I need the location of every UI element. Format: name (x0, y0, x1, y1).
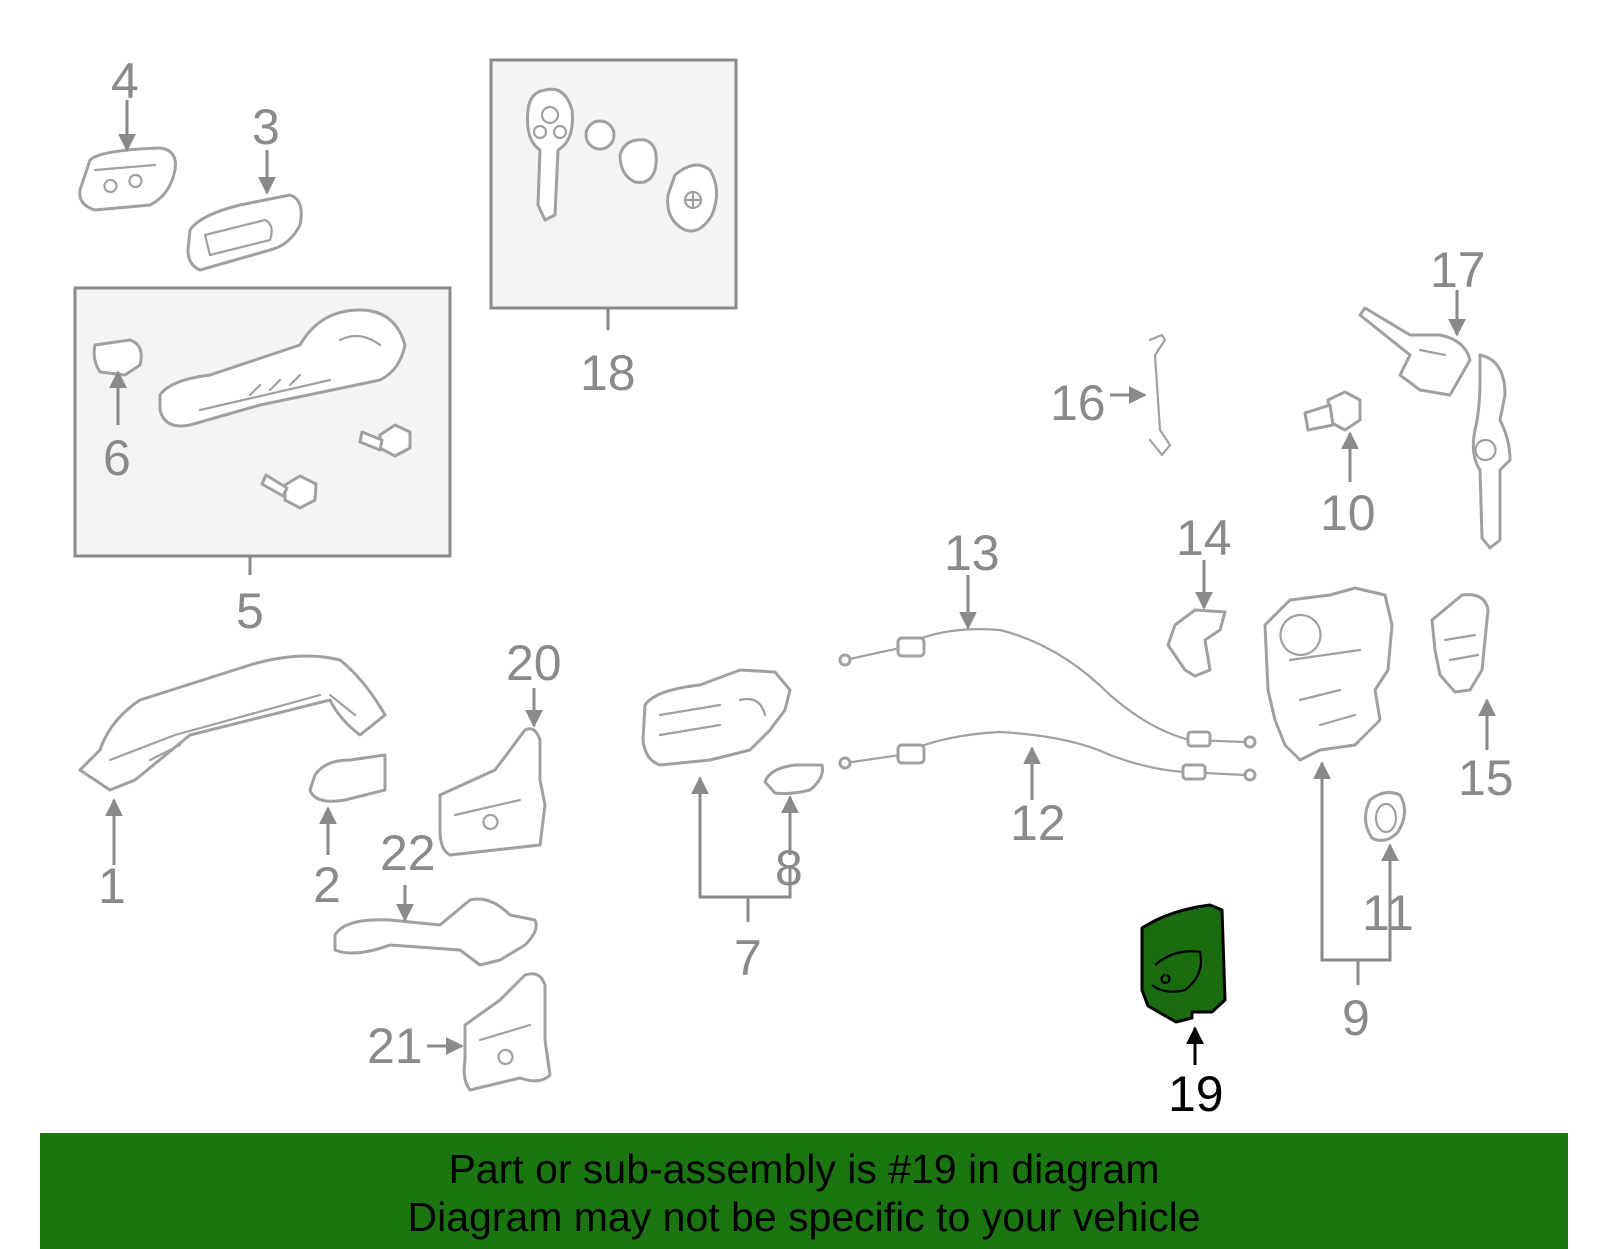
label-15: 15 (1458, 750, 1514, 806)
part-13-cable (838, 628, 1257, 749)
part-21-hinge (462, 972, 552, 1092)
part-20-bracket (438, 727, 547, 857)
part-3-handle-cover (186, 193, 303, 272)
label-2: 2 (313, 857, 341, 913)
part-1-outer-handle (78, 654, 387, 792)
label-3: 3 (252, 99, 280, 155)
part-15-striker (1430, 593, 1490, 694)
part-6-cap (92, 338, 143, 377)
part-4-cap (78, 146, 177, 212)
part-22-linkage (333, 897, 538, 967)
banner-line-1: Part or sub-assembly is #19 in diagram (448, 1146, 1160, 1192)
part-5-handle-frame (158, 308, 407, 428)
part-8-cap (763, 763, 824, 796)
part-2-end-cap (308, 753, 387, 803)
part-5-bolt-2 (260, 473, 318, 510)
part-10-bolt (1303, 390, 1362, 432)
label-4: 4 (111, 53, 139, 109)
label-5: 5 (236, 583, 264, 639)
label-10: 10 (1320, 485, 1376, 541)
label-18: 18 (580, 345, 636, 401)
part-19-control-module (1140, 903, 1227, 1024)
part-18-ring (584, 119, 616, 151)
part-5-bolt-1 (358, 423, 412, 458)
part-11-grommet (1364, 790, 1406, 842)
banner-line-2: Diagram may not be specific to your vehi… (407, 1194, 1201, 1240)
part-18-cap (618, 138, 658, 184)
label-6: 6 (103, 430, 131, 486)
part-17-lock-cylinder (1358, 306, 1512, 550)
label-19: 19 (1168, 1066, 1224, 1122)
part-16-rod (1148, 333, 1172, 457)
label-12: 12 (1010, 795, 1066, 851)
label-22: 22 (380, 825, 436, 881)
part-7-inner-handle (641, 668, 792, 767)
label-16: 16 (1050, 375, 1106, 431)
part-14-clip (1166, 608, 1227, 678)
part-18-key (526, 87, 574, 222)
label-17: 17 (1430, 242, 1486, 298)
label-7: 7 (734, 930, 762, 986)
part-18-fob (666, 163, 718, 233)
info-banner: Part or sub-assembly is #19 in diagram D… (40, 1133, 1568, 1249)
label-14: 14 (1176, 510, 1232, 566)
part-9-door-lock (1263, 586, 1394, 762)
label-1: 1 (98, 858, 126, 914)
label-9: 9 (1342, 990, 1370, 1046)
label-20: 20 (506, 635, 562, 691)
label-13: 13 (944, 525, 1000, 581)
label-21: 21 (367, 1018, 423, 1074)
part-12-cable (838, 730, 1257, 782)
label-11: 11 (1362, 885, 1414, 941)
